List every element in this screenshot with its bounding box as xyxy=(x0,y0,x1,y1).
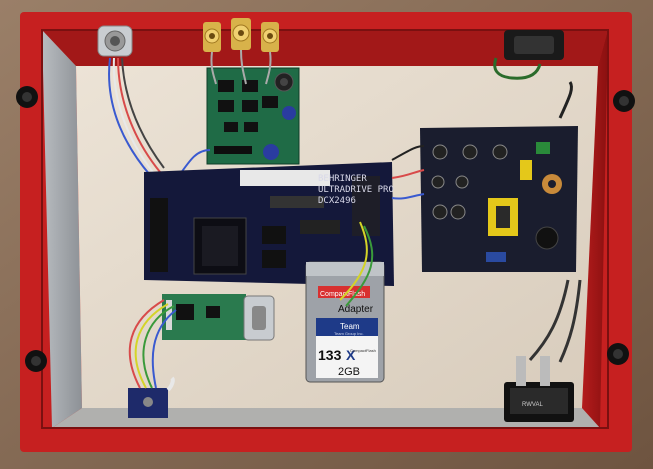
cf-adapter-title: Adapter xyxy=(338,304,374,315)
power-inlet xyxy=(504,30,564,60)
cf-speed-x: X xyxy=(346,347,356,363)
pin-header xyxy=(150,198,168,272)
cf-card-brand: Team xyxy=(340,322,360,331)
compactflash-adapter: CompactFlash Adapter Team Team Group Inc… xyxy=(305,261,385,383)
switch-label: RWVAL xyxy=(522,402,543,408)
enclosure-top-wall xyxy=(42,30,608,66)
board-line2-label: ULTRADRIVE PRO xyxy=(318,185,394,195)
cf-brand-text: CompactFlash xyxy=(320,291,365,298)
ground-wire xyxy=(493,57,542,80)
cf-card-type: CompactFlash xyxy=(350,348,376,353)
sensor-wires xyxy=(128,299,177,392)
board-brand-label: BEHRINGER xyxy=(318,174,367,184)
cf-capacity: 2GB xyxy=(338,366,360,378)
signal-wires xyxy=(339,81,582,363)
cf-card-sub: Team Group Inc. xyxy=(334,331,364,336)
behringer-dsp-board: BEHRINGER ULTRADRIVE PRO DCX2496 xyxy=(144,162,394,286)
enclosure-left-wall xyxy=(42,30,82,428)
cf-speed: 133 xyxy=(318,347,342,363)
enclosure-right-wall xyxy=(582,30,608,428)
sensor-module xyxy=(128,388,168,418)
white-connector-strip xyxy=(240,170,330,186)
power-switch: RWVAL xyxy=(504,356,574,422)
enclosure-bottom-wall xyxy=(52,408,600,428)
enclosure-inner-edge xyxy=(41,29,609,429)
serial-converter-board xyxy=(162,294,246,340)
board-model-label: DCX2496 xyxy=(318,196,356,206)
power-supply-board xyxy=(420,126,578,272)
rca-jacks xyxy=(203,18,279,52)
db9-connector xyxy=(243,295,275,341)
audio-output-board xyxy=(206,67,300,165)
din-connector xyxy=(97,25,133,57)
